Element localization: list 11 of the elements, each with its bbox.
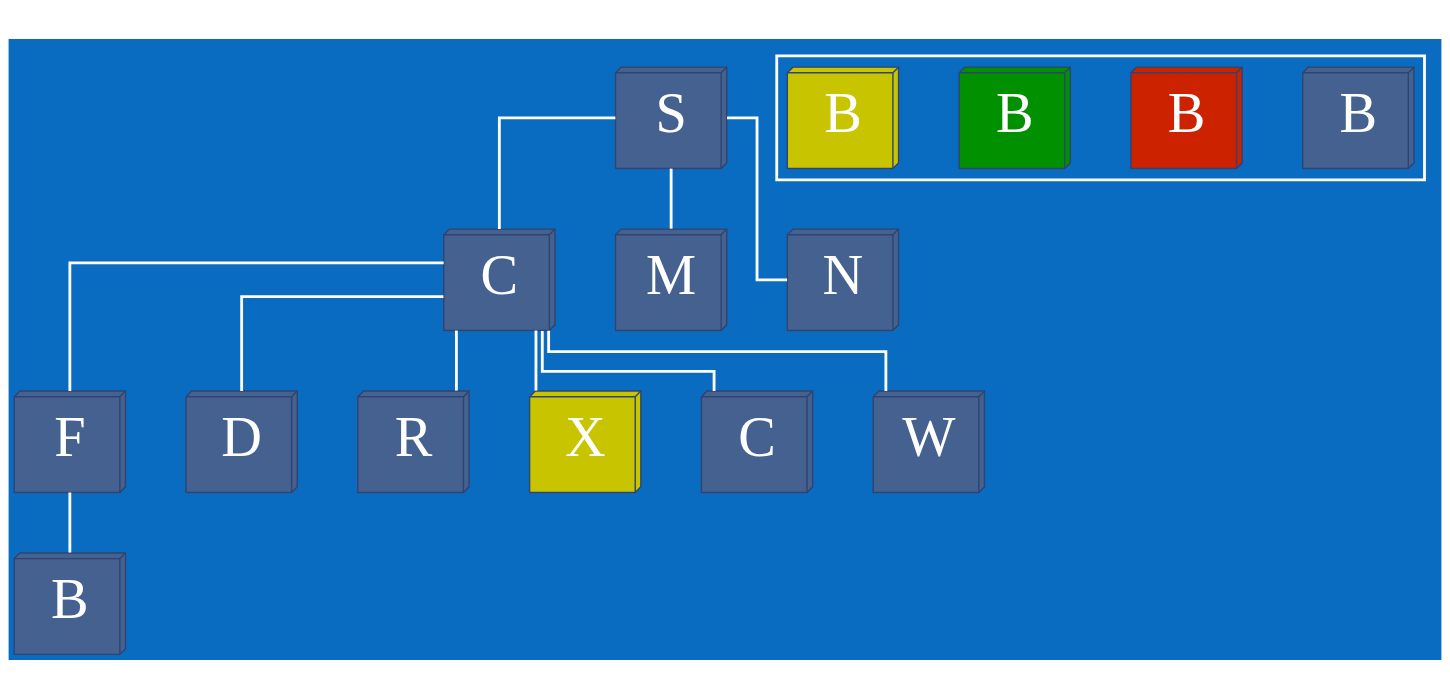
connector: [240, 294, 444, 391]
connector: [534, 330, 538, 391]
connector: [547, 330, 888, 391]
cluster: [775, 54, 1426, 181]
connector: [540, 330, 716, 391]
connector: [497, 115, 616, 229]
connector: [68, 261, 444, 391]
connector: [669, 168, 673, 229]
connector: [727, 115, 788, 281]
connector: [68, 492, 72, 552]
connector: [454, 330, 458, 391]
